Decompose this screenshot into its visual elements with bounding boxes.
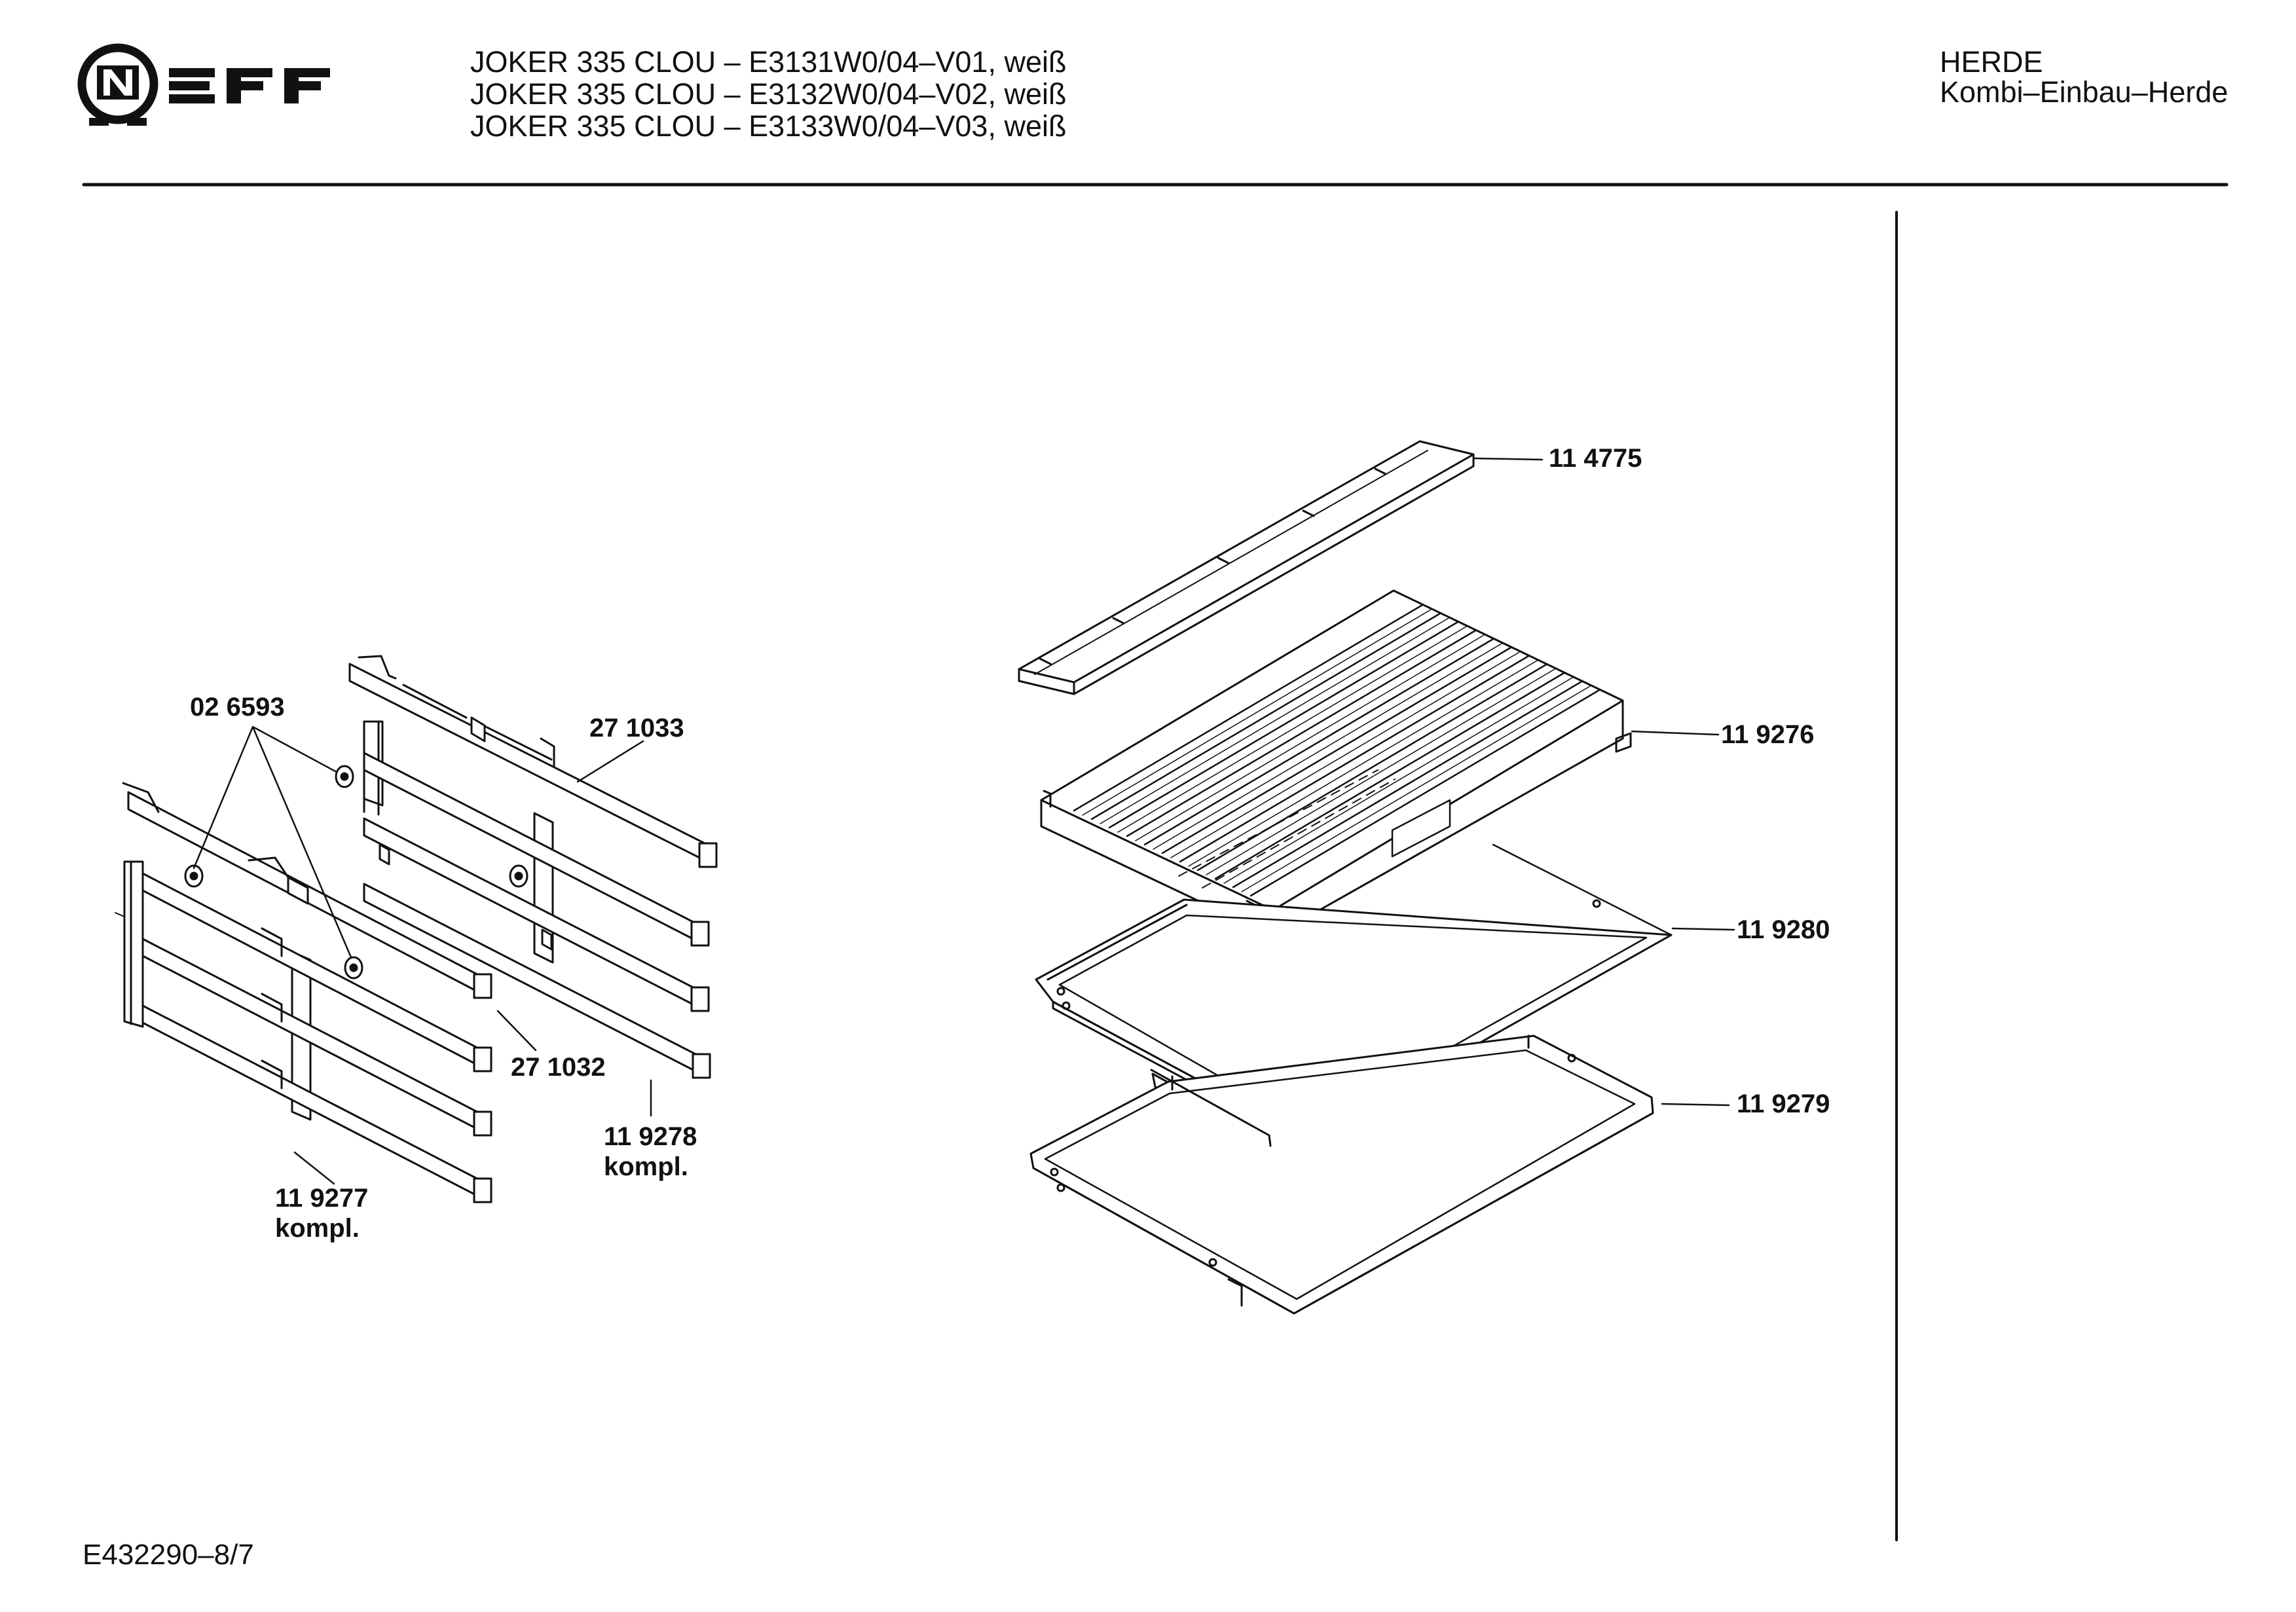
part-119279-frame — [1029, 1035, 1654, 1315]
part-271032-rail — [122, 782, 492, 999]
category-label: HERDE — [1940, 45, 2043, 79]
model-line-1: JOKER 335 CLOU – E3131W0/04–V01, weiß — [470, 45, 1067, 79]
part-119276-rack — [1040, 589, 1632, 938]
subcategory-label: Kombi–Einbau–Herde — [1940, 75, 2229, 109]
label-119278-kompl: kompl. — [604, 1152, 688, 1181]
neff-logo — [77, 39, 346, 131]
label-271033: 27 1033 — [589, 714, 684, 742]
leader-114775 — [1472, 457, 1544, 461]
part-114775-strip — [1018, 440, 1475, 695]
label-119278: 11 9278 — [604, 1122, 697, 1151]
part-119278-frame — [363, 720, 711, 1079]
label-119280: 11 9280 — [1737, 915, 1830, 944]
label-271032: 27 1032 — [511, 1053, 606, 1082]
leader-271033 — [576, 740, 644, 783]
leader-026593 — [193, 725, 352, 959]
model-line-3: JOKER 335 CLOU – E3133W0/04–V03, weiß — [470, 109, 1067, 143]
label-119277: 11 9277 — [275, 1184, 369, 1213]
label-119277-kompl: kompl. — [275, 1214, 360, 1243]
label-114775: 11 4775 — [1549, 444, 1642, 473]
label-026593: 02 6593 — [190, 693, 285, 722]
document-code: E432290–8/7 — [83, 1539, 254, 1571]
leader-119276 — [1631, 730, 1720, 736]
neff-logo-graphic — [77, 43, 330, 126]
model-line-2: JOKER 335 CLOU – E3132W0/04–V02, weiß — [470, 77, 1067, 111]
part-271033-rail-top — [348, 655, 718, 868]
leader-119279 — [1661, 1103, 1730, 1107]
part-026593-clips — [184, 765, 528, 980]
leader-271032 — [496, 1010, 537, 1052]
leader-119280 — [1671, 927, 1735, 931]
label-119279: 11 9279 — [1737, 1090, 1830, 1118]
leader-119277 — [293, 1151, 335, 1185]
part-119277-frame — [115, 860, 492, 1203]
label-119276: 11 9276 — [1721, 720, 1815, 749]
